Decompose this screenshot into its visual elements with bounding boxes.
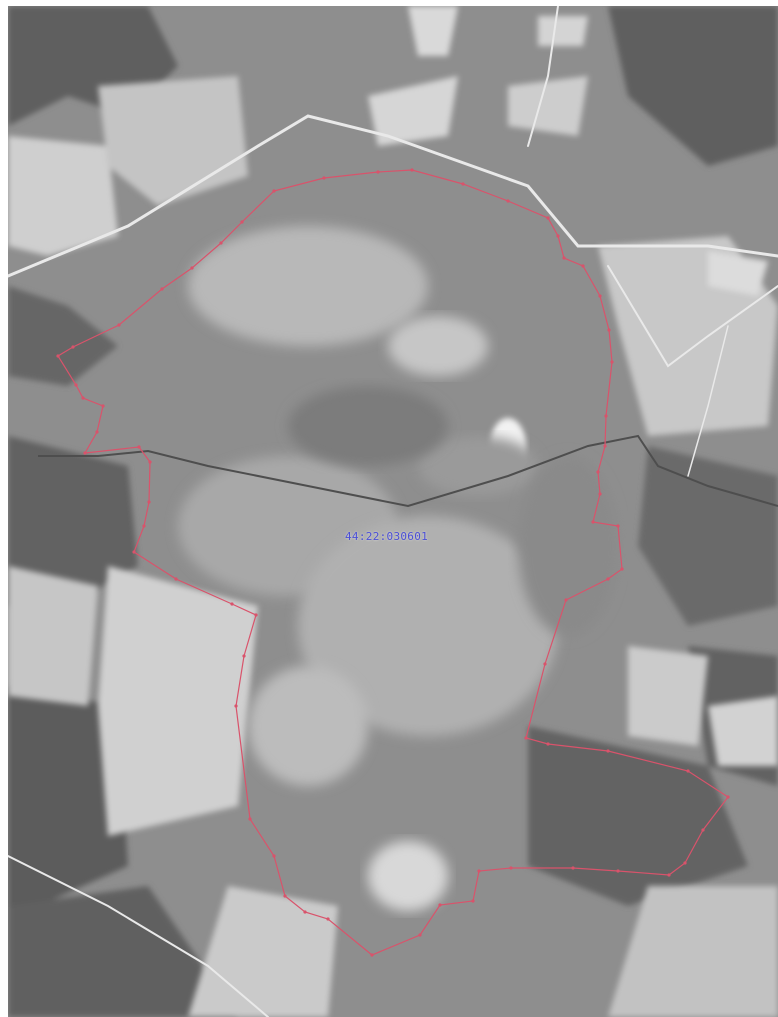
bog-textures bbox=[178, 226, 618, 911]
vertex-marker bbox=[160, 287, 164, 291]
vertex-marker bbox=[326, 917, 330, 921]
road bbox=[8, 6, 778, 1017]
vertex-marker bbox=[598, 294, 602, 298]
aerial-map[interactable]: 44:22:030601 bbox=[8, 6, 778, 1017]
vertex-marker bbox=[616, 869, 620, 873]
vertex-marker bbox=[174, 577, 178, 581]
vertex-marker bbox=[506, 199, 510, 203]
vertex-marker bbox=[509, 866, 513, 870]
vertex-marker bbox=[556, 234, 560, 238]
vertex-marker bbox=[83, 451, 87, 455]
vertex-marker bbox=[603, 444, 607, 448]
vertex-marker bbox=[596, 470, 600, 474]
vertex-marker bbox=[95, 430, 99, 434]
vertex-marker bbox=[438, 903, 442, 907]
vertex-marker bbox=[74, 383, 78, 387]
vertex-marker bbox=[471, 899, 475, 903]
vertex-marker bbox=[606, 577, 610, 581]
vertex-marker bbox=[190, 266, 194, 270]
vertex-markers bbox=[56, 168, 730, 957]
vertex-marker bbox=[543, 662, 547, 666]
vertex-marker bbox=[591, 520, 595, 524]
aerial-photo bbox=[8, 6, 778, 1017]
vertex-marker bbox=[607, 328, 611, 332]
vertex-marker bbox=[667, 873, 671, 877]
vertex-marker bbox=[610, 360, 614, 364]
vertex-marker bbox=[71, 345, 75, 349]
vertex-marker bbox=[546, 216, 550, 220]
vertex-marker bbox=[242, 654, 246, 658]
vertex-marker bbox=[230, 602, 234, 606]
vertex-marker bbox=[418, 933, 422, 937]
vertex-marker bbox=[616, 524, 620, 528]
vertex-marker bbox=[604, 414, 608, 418]
vertex-marker bbox=[272, 189, 276, 193]
vertex-marker bbox=[254, 613, 258, 617]
vertex-marker bbox=[137, 445, 141, 449]
vertex-marker bbox=[606, 749, 610, 753]
vertex-marker bbox=[248, 817, 252, 821]
vertex-marker bbox=[686, 769, 690, 773]
field-areas bbox=[8, 6, 778, 1017]
vertex-marker bbox=[101, 404, 105, 408]
vertex-marker bbox=[477, 869, 481, 873]
vertex-marker bbox=[148, 460, 152, 464]
vertex-marker bbox=[234, 704, 238, 708]
vertex-marker bbox=[132, 550, 136, 554]
vertex-marker bbox=[564, 598, 568, 602]
vertex-marker bbox=[546, 742, 550, 746]
vertex-marker bbox=[370, 953, 374, 957]
vertex-marker bbox=[598, 492, 602, 496]
vertex-marker bbox=[620, 567, 624, 571]
vertex-marker bbox=[240, 220, 244, 224]
vertex-marker bbox=[683, 861, 687, 865]
vertex-marker bbox=[283, 894, 287, 898]
vertex-marker bbox=[303, 910, 307, 914]
vertex-marker bbox=[219, 241, 223, 245]
vertex-marker bbox=[142, 524, 146, 528]
vertex-marker bbox=[461, 182, 465, 186]
vertex-marker bbox=[571, 866, 575, 870]
vertex-marker bbox=[701, 828, 705, 832]
vertex-marker bbox=[272, 854, 276, 858]
vertex-marker bbox=[562, 256, 566, 260]
vertex-marker bbox=[410, 168, 414, 172]
vertex-marker bbox=[81, 396, 85, 400]
vertex-marker bbox=[524, 736, 528, 740]
vertex-marker bbox=[376, 170, 380, 174]
vertex-marker bbox=[581, 264, 585, 268]
vertex-marker bbox=[117, 323, 121, 327]
vertex-marker bbox=[726, 795, 730, 799]
river bbox=[38, 434, 778, 508]
parcel-label[interactable]: 44:22:030601 bbox=[345, 530, 429, 543]
vertex-marker bbox=[56, 354, 60, 358]
vertex-marker bbox=[147, 500, 151, 504]
vertex-marker bbox=[322, 176, 326, 180]
